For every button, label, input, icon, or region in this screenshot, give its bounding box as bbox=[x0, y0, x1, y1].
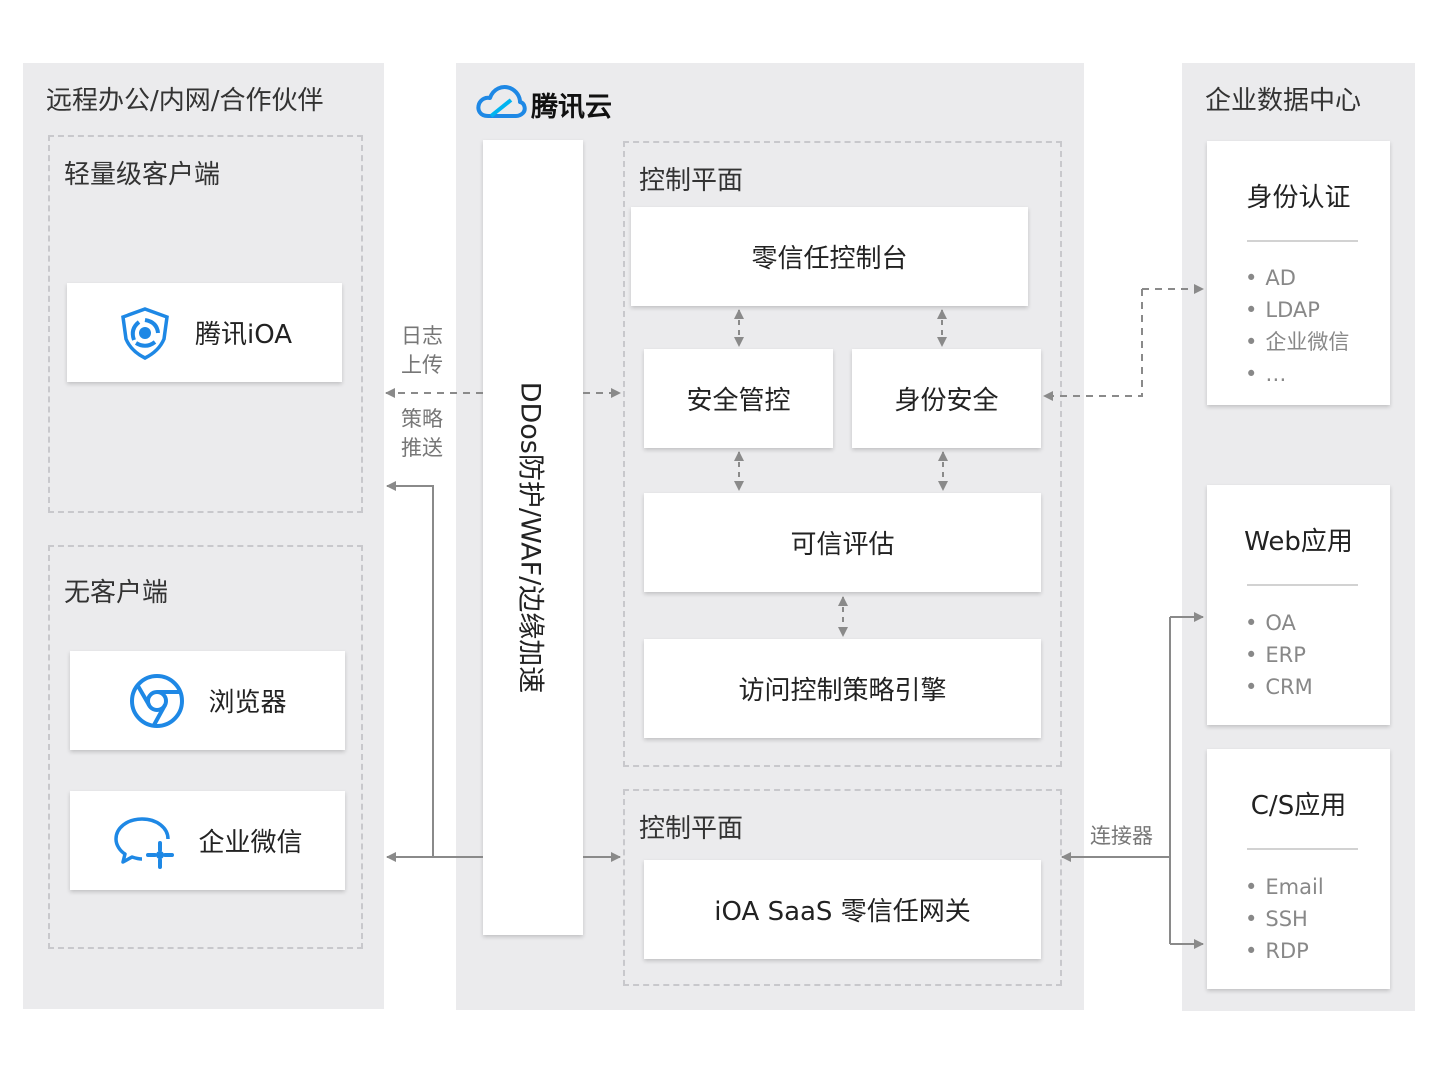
wecom-label: 企业微信 bbox=[198, 828, 303, 858]
identity-sync-line bbox=[1043, 289, 1143, 401]
identity-auth-title: 身份认证 bbox=[1246, 183, 1351, 213]
log-upload-label: 日志 上传 bbox=[401, 322, 443, 380]
zero-trust-console-card[interactable]: 零信任控制台 bbox=[631, 207, 1028, 306]
list-item: … bbox=[1245, 358, 1349, 390]
identity-security-card[interactable]: 身份安全 bbox=[852, 349, 1041, 448]
identity-auth-list: AD LDAP 企业微信 … bbox=[1245, 262, 1349, 390]
no-client-group bbox=[48, 545, 363, 949]
list-item: SSH bbox=[1245, 903, 1324, 935]
browser-label: 浏览器 bbox=[208, 688, 287, 718]
cs-apps-list: Email SSH RDP bbox=[1245, 871, 1324, 967]
control-plane-group bbox=[623, 141, 1062, 767]
policy-push-line1: 策略 bbox=[401, 407, 443, 431]
policy-push-label: 策略 推送 bbox=[401, 405, 443, 463]
list-item: OA bbox=[1245, 607, 1313, 639]
access-policy-engine-label: 访问控制策略引擎 bbox=[738, 676, 947, 706]
light-client-group bbox=[48, 135, 363, 513]
web-apps-divider bbox=[1247, 584, 1358, 586]
enterprise-dc-title: 企业数据中心 bbox=[1205, 86, 1362, 116]
left-panel-title: 远程办公/内网/合作伙伴 bbox=[46, 86, 324, 116]
log-upload-line1: 日志 bbox=[401, 324, 443, 348]
web-apps-card[interactable]: Web应用 OA ERP CRM bbox=[1207, 485, 1390, 725]
security-control-label: 安全管控 bbox=[686, 386, 791, 416]
list-item: LDAP bbox=[1245, 294, 1349, 326]
saas-gateway-label: iOA SaaS 零信任网关 bbox=[714, 897, 971, 927]
gateway-plane-group bbox=[623, 789, 1062, 986]
policy-push-line bbox=[386, 481, 434, 857]
gateway-plane-title: 控制平面 bbox=[639, 814, 744, 844]
security-control-card[interactable]: 安全管控 bbox=[644, 349, 833, 448]
cloud-logo-icon bbox=[475, 82, 527, 124]
connector-label: 连接器 bbox=[1090, 824, 1153, 848]
ioa-client-label: 腾讯iOA bbox=[194, 320, 293, 350]
web-apps-list: OA ERP CRM bbox=[1245, 607, 1313, 703]
browser-card[interactable]: 浏览器 bbox=[70, 651, 345, 750]
no-client-title: 无客户端 bbox=[64, 578, 169, 608]
control-plane-title: 控制平面 bbox=[639, 166, 744, 196]
wecom-card[interactable]: 企业微信 bbox=[70, 791, 345, 890]
brand-name: 腾讯云 bbox=[531, 92, 612, 123]
list-item: Email bbox=[1245, 871, 1323, 903]
log-upload-line2: 上传 bbox=[401, 353, 443, 377]
list-item: RDP bbox=[1245, 935, 1324, 967]
identity-auth-divider bbox=[1247, 240, 1358, 242]
ioa-client-card[interactable]: 腾讯iOA bbox=[67, 283, 342, 382]
list-item: ERP bbox=[1245, 639, 1313, 671]
trust-evaluation-card[interactable]: 可信评估 bbox=[644, 493, 1041, 592]
identity-security-label: 身份安全 bbox=[894, 386, 999, 416]
list-item: CRM bbox=[1245, 671, 1312, 703]
access-policy-engine-card[interactable]: 访问控制策略引擎 bbox=[644, 639, 1041, 738]
identity-auth-card[interactable]: 身份认证 AD LDAP 企业微信 … bbox=[1207, 141, 1390, 405]
zero-trust-console-label: 零信任控制台 bbox=[751, 244, 908, 274]
list-item: 企业微信 bbox=[1245, 326, 1349, 358]
browser-icon bbox=[128, 672, 186, 730]
wecom-icon bbox=[112, 813, 176, 869]
light-client-title: 轻量级客户端 bbox=[64, 160, 221, 190]
policy-push-line2: 推送 bbox=[401, 436, 443, 460]
trust-evaluation-label: 可信评估 bbox=[790, 530, 895, 560]
list-item: AD bbox=[1245, 262, 1349, 294]
edge-protection-bar[interactable] bbox=[483, 140, 583, 935]
cs-apps-title: C/S应用 bbox=[1250, 791, 1347, 821]
web-apps-title: Web应用 bbox=[1244, 527, 1353, 557]
ioa-logo-icon bbox=[117, 305, 173, 361]
cs-apps-card[interactable]: C/S应用 Email SSH RDP bbox=[1207, 749, 1390, 989]
cs-apps-divider bbox=[1247, 848, 1358, 850]
saas-gateway-card[interactable]: iOA SaaS 零信任网关 bbox=[644, 860, 1041, 959]
